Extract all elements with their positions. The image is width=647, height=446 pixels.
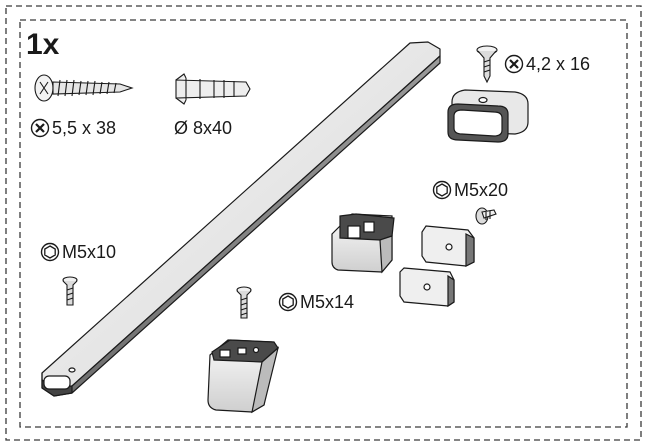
- bolt-m5x14-spec: M5x14: [278, 292, 354, 312]
- quantity-label: 1x: [26, 28, 60, 61]
- dashed-frame-inner: [19, 19, 628, 428]
- bolt-m5x10: [62, 276, 78, 306]
- bolt-m5x20-size: M5x20: [454, 180, 509, 200]
- clamp-plate-1: [421, 225, 475, 267]
- hex-socket-icon: [278, 292, 298, 312]
- wall-plug-spec: Ø 8x40: [174, 118, 232, 138]
- small-screw-spec: 4,2 x 16: [504, 54, 590, 74]
- torx-drive-icon: [504, 54, 524, 74]
- wood-screw-spec: 5,5 x 38: [30, 118, 116, 138]
- hex-socket-icon: [432, 180, 452, 200]
- wall-plug: [175, 73, 251, 105]
- wood-screw: [34, 74, 134, 102]
- bracket-cap-upper: [331, 213, 395, 274]
- clamp-plate-2: [399, 267, 455, 308]
- wall-plug-size: Ø 8x40: [174, 118, 233, 138]
- bracket-cap-lower: [207, 339, 280, 414]
- bolt-m5x20-spec: M5x20: [432, 180, 508, 200]
- bolt-m5x10-size: M5x10: [62, 242, 117, 262]
- end-cap-oval: [447, 89, 529, 143]
- small-screw-size: 4,2 x 16: [526, 54, 591, 74]
- small-screw-4-2x16: [476, 45, 498, 84]
- hex-socket-icon: [40, 242, 60, 262]
- torx-drive-icon: [30, 118, 50, 138]
- bolt-m5x20: [475, 207, 497, 225]
- rail-bar: [41, 41, 441, 397]
- bolt-m5x14: [236, 286, 252, 319]
- wood-screw-size: 5,5 x 38: [52, 118, 117, 138]
- bolt-m5x14-size: M5x14: [300, 292, 355, 312]
- dashed-frame: [5, 5, 642, 441]
- bolt-m5x10-spec: M5x10: [40, 242, 116, 262]
